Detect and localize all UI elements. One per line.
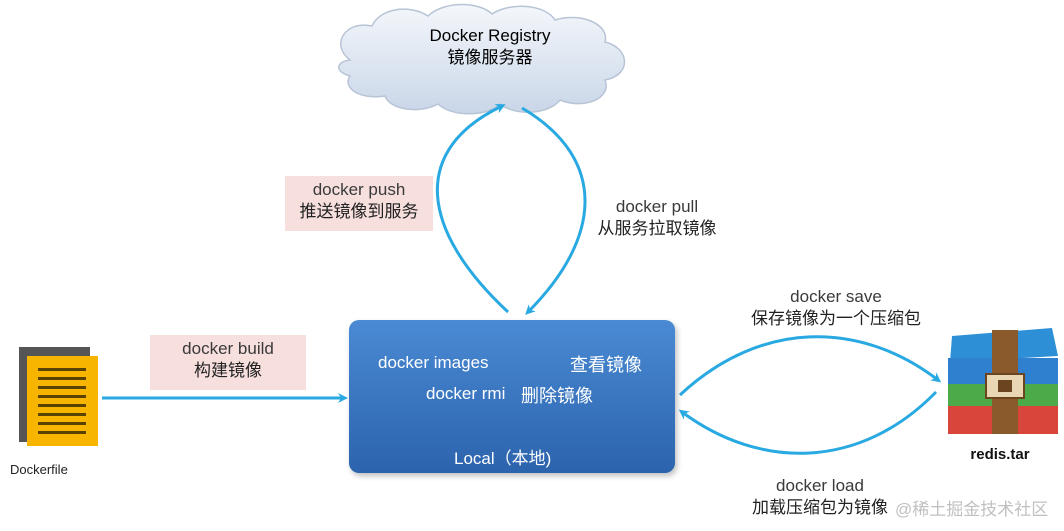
rmi-desc: 删除镜像 (521, 386, 593, 406)
local-box: docker images 查看镜像 docker rmi 删除镜像 Local… (349, 320, 675, 473)
images-desc: 查看镜像 (570, 355, 642, 375)
pull-desc: 从服务拉取镜像 (597, 219, 717, 238)
push-arrow (436, 104, 510, 314)
local-label: Local（本地) (454, 449, 552, 468)
build-note: docker build 构建镜像 (150, 335, 306, 390)
images-command: docker images (378, 353, 489, 372)
watermark: @稀土掘金技术社区 (895, 500, 1049, 519)
save-command: docker save (790, 287, 882, 306)
archive-label: redis.tar (970, 446, 1030, 463)
dockerfile-icon (19, 347, 98, 446)
build-command: docker build (182, 339, 274, 358)
dockerfile-label: Dockerfile (10, 462, 68, 477)
registry-cloud (338, 3, 626, 115)
load-desc: 加载压缩包为镜像 (752, 498, 888, 517)
build-desc: 构建镜像 (194, 361, 262, 380)
load-note: docker load 加载压缩包为镜像 (735, 475, 905, 519)
load-command: docker load (776, 476, 864, 495)
pull-command: docker pull (615, 197, 699, 216)
registry-subtitle: 镜像服务器 (447, 48, 533, 67)
push-note: docker push 推送镜像到服务 (285, 176, 433, 231)
push-desc: 推送镜像到服务 (299, 202, 419, 221)
save-note: docker save 保存镜像为一个压缩包 (731, 286, 941, 330)
rmi-command: docker rmi (426, 384, 506, 403)
push-command: docker push (312, 180, 406, 199)
registry-title: Docker Registry (429, 26, 551, 45)
save-desc: 保存镜像为一个压缩包 (751, 309, 921, 328)
archive-icon (948, 328, 1058, 434)
load-arrow (678, 390, 938, 455)
save-arrow (678, 335, 942, 397)
pull-note: docker pull 从服务拉取镜像 (583, 196, 731, 240)
pull-arrow (521, 106, 587, 315)
registry-label: Docker Registry 镜像服务器 (390, 25, 590, 69)
